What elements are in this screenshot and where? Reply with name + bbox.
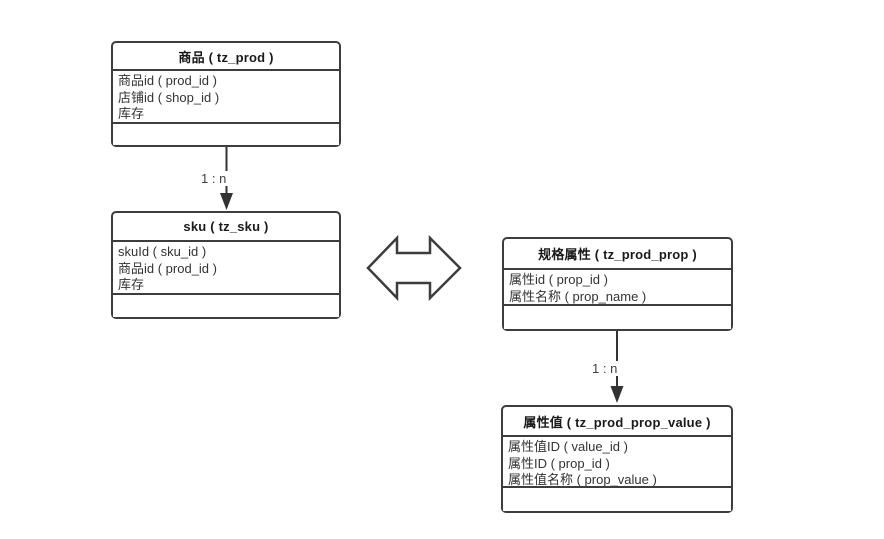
bidirectional-arrow-icon[interactable]: [366, 234, 462, 302]
relation-arrow-prop-propvalue[interactable]: [610, 331, 624, 403]
entity-empty-section: [113, 122, 339, 145]
entity-field: 商品id ( prod_id ): [118, 73, 217, 88]
entity-tz-prod-prop-value[interactable]: 属性值 ( tz_prod_prop_value ) 属性值ID ( value…: [501, 405, 733, 513]
entity-field: 库存: [118, 106, 145, 121]
entity-field: 库存: [118, 277, 145, 292]
entity-title: sku ( tz_sku ): [183, 219, 269, 234]
arrowhead-icon: [610, 386, 624, 403]
entity-empty-section: [504, 304, 731, 329]
entity-empty-section: [503, 486, 731, 511]
entity-empty-section: [113, 293, 339, 317]
arrowhead-icon: [220, 193, 233, 210]
entity-field: 商品id ( prod_id ): [118, 260, 217, 276]
entity-title: 属性值 ( tz_prod_prop_value ): [523, 414, 711, 430]
entity-field: 属性名称 ( prop_name ): [509, 288, 647, 304]
entity-field: 属性ID ( prop_id ): [508, 455, 610, 471]
entity-field: skuId ( sku_id ): [118, 244, 207, 259]
relation-label-prod-sku: 1 : n: [199, 171, 229, 186]
entity-field: 属性id ( prop_id ): [509, 272, 608, 287]
entity-field: 属性值ID ( value_id ): [508, 439, 628, 454]
relation-arrow-prod-sku[interactable]: [220, 147, 233, 210]
entity-title: 规格属性 ( tz_prod_prop ): [538, 247, 697, 262]
entity-field: 店铺id ( shop_id ): [118, 89, 220, 105]
entity-field: 属性值名称 ( prop_value ): [508, 472, 657, 486]
entity-tz-prod[interactable]: 商品 ( tz_prod ) 商品id ( prod_id ) 店铺id ( s…: [111, 41, 341, 147]
entity-title: 商品 ( tz_prod ): [178, 49, 274, 65]
entity-tz-sku[interactable]: sku ( tz_sku ) skuId ( sku_id ) 商品id ( p…: [111, 211, 341, 319]
entity-tz-prod-prop[interactable]: 规格属性 ( tz_prod_prop ) 属性id ( prop_id ) 属…: [502, 237, 733, 331]
relation-label-prop-propvalue: 1 : n: [590, 361, 620, 376]
